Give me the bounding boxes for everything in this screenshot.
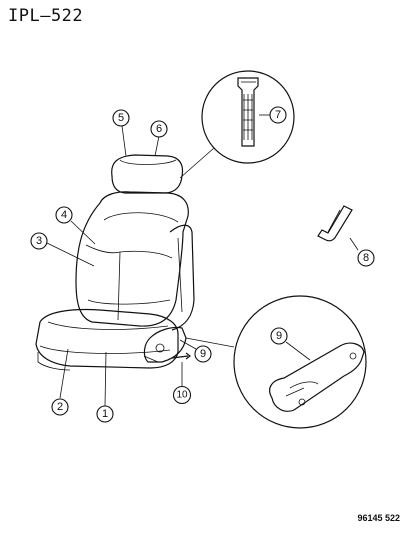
callout-6: 6 bbox=[150, 120, 168, 138]
diagram-title: IPL–522 bbox=[8, 6, 84, 26]
callout-7: 7 bbox=[269, 106, 287, 124]
pin-part bbox=[171, 352, 191, 360]
callout-3: 3 bbox=[30, 232, 48, 250]
seat-back bbox=[75, 191, 195, 331]
headrest-guide-detail bbox=[179, 70, 295, 179]
side-shield bbox=[143, 326, 187, 363]
callout-2-label: 2 bbox=[57, 401, 63, 413]
adjuster-handle-detail bbox=[185, 295, 367, 429]
callout-10: 10 bbox=[172, 385, 192, 405]
callout-10-label: 10 bbox=[176, 390, 188, 401]
callout-8-label: 8 bbox=[363, 252, 369, 264]
seat-cushion bbox=[35, 308, 179, 371]
callout-9-detail: 9 bbox=[270, 327, 288, 345]
callout-1-label: 1 bbox=[102, 408, 108, 420]
callout-5: 5 bbox=[112, 109, 130, 127]
callout-9: 9 bbox=[194, 345, 212, 363]
callout-7-label: 7 bbox=[275, 109, 281, 121]
callout-4-label: 4 bbox=[61, 209, 67, 221]
callout-9-label: 9 bbox=[200, 348, 206, 360]
callout-1: 1 bbox=[96, 405, 114, 423]
leader-lines bbox=[46, 114, 359, 407]
callout-3-label: 3 bbox=[36, 235, 42, 247]
callout-2: 2 bbox=[51, 398, 69, 416]
drawing-code: 96145 522 bbox=[357, 513, 400, 523]
bracket-part bbox=[317, 205, 353, 242]
callout-9-detail-label: 9 bbox=[276, 330, 282, 342]
callout-4: 4 bbox=[55, 206, 73, 224]
callout-8: 8 bbox=[357, 249, 375, 267]
callout-5-label: 5 bbox=[118, 112, 124, 124]
callout-6-label: 6 bbox=[156, 123, 162, 135]
headrest bbox=[111, 154, 184, 194]
